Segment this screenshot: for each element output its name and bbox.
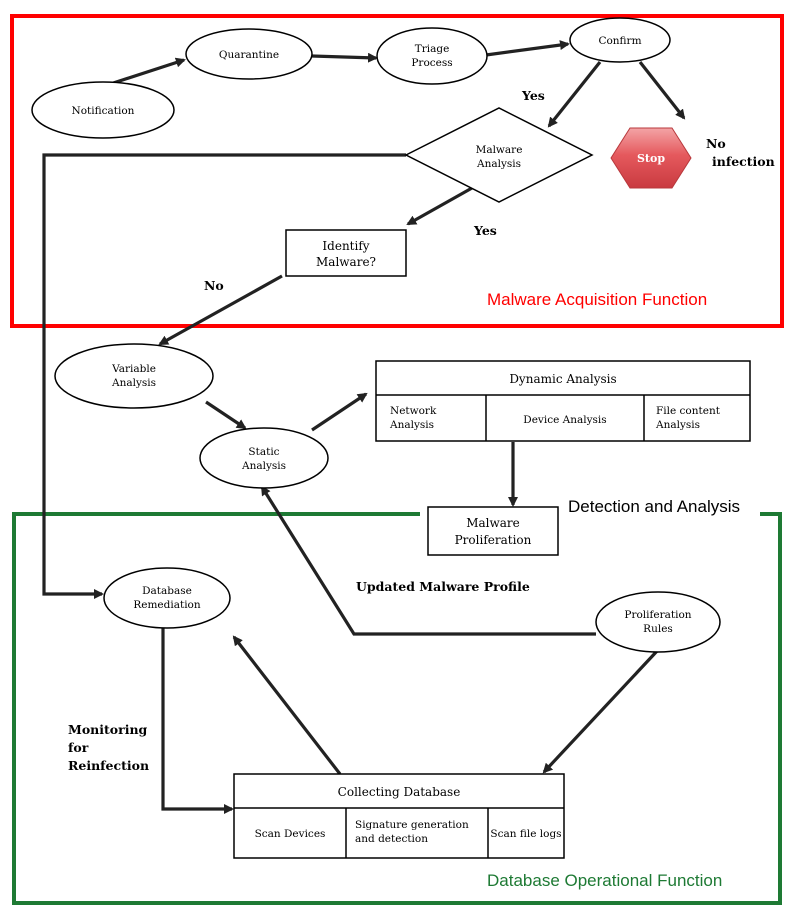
malware-proliferation-label-line1: Malware [466, 516, 520, 530]
file-content-analysis-line2: Analysis [655, 419, 700, 431]
quarantine-label: Quarantine [219, 49, 279, 61]
monitoring-label-line2: for [68, 740, 89, 755]
edge-variable-static [205, 400, 247, 430]
acquisition-region-title: Malware Acquisition Function [487, 290, 707, 309]
edge-analysis-db-remediation [42, 153, 406, 599]
operational-region-title: Database Operational Function [487, 871, 722, 890]
database-remediation-node [103, 567, 231, 629]
yes-confirm-label: Yes [521, 88, 545, 103]
acquisition-region-frame [10, 14, 784, 328]
notification-node [31, 81, 175, 139]
triage-label-line2: Process [411, 57, 452, 69]
edge-confirm-stop [638, 61, 686, 120]
edge-collecting-db-remediation [232, 635, 342, 775]
collecting-database-title: Collecting Database [338, 785, 461, 799]
proliferation-rules-label-line2: Rules [643, 623, 673, 635]
confirm-node [569, 17, 671, 63]
signature-generation-line1: Signature generation [355, 819, 469, 831]
proliferation-rules-label-line1: Proliferation [624, 609, 691, 621]
edge-identify-variable [158, 274, 283, 346]
yes-analysis-label: Yes [473, 223, 497, 238]
variable-analysis-node [54, 343, 214, 409]
detection-region-title: Detection and Analysis [568, 497, 740, 516]
dynamic-analysis-title: Dynamic Analysis [509, 372, 616, 386]
dynamic-analysis-table: Dynamic Analysis Network Analysis Device… [375, 360, 751, 442]
updated-malware-profile-label: Updated Malware Profile [356, 579, 530, 594]
edge-db-monitoring-collecting [161, 628, 234, 814]
identify-malware-node [285, 229, 407, 277]
edge-confirm-analysis [547, 61, 602, 128]
database-remediation-label-line2: Remediation [133, 599, 201, 611]
scan-file-logs-cell: Scan file logs [490, 828, 561, 840]
edge-rules-collecting [542, 648, 660, 774]
malware-proliferation-node [427, 506, 559, 556]
edge-quarantine-triage [311, 52, 378, 63]
file-content-analysis-line1: File content [656, 405, 721, 417]
edge-triage-confirm [485, 40, 570, 57]
variable-analysis-label-line1: Variable [111, 363, 156, 375]
monitoring-label-line3: Reinfection [68, 758, 149, 773]
stop-node [610, 127, 692, 189]
triage-node [376, 27, 488, 85]
static-analysis-label-line1: Static [248, 446, 279, 458]
database-remediation-label-line1: Database [142, 585, 192, 597]
device-analysis-cell: Device Analysis [523, 414, 606, 426]
confirm-label: Confirm [598, 35, 641, 47]
malware-analysis-decision [404, 107, 594, 203]
quarantine-node [185, 28, 313, 80]
edge-rules-static [260, 485, 596, 636]
malware-proliferation-label-line2: Proliferation [455, 533, 532, 547]
operational-region-frame [12, 512, 782, 905]
malware-analysis-label-line2: Analysis [476, 158, 521, 170]
static-analysis-node [199, 427, 329, 489]
triage-label-line1: Triage [415, 43, 450, 55]
signature-generation-line2: and detection [355, 833, 428, 845]
network-analysis-line2: Analysis [389, 419, 434, 431]
edge-analysis-identify [406, 186, 473, 226]
identify-malware-label-line2: Malware? [316, 255, 376, 269]
monitoring-label-line1: Monitoring [68, 722, 148, 737]
edge-static-dynamic [311, 392, 368, 432]
malware-analysis-label-line1: Malware [476, 144, 523, 156]
no-infection-label-line2: infection [712, 154, 775, 169]
scan-devices-cell: Scan Devices [255, 828, 326, 840]
static-analysis-label-line2: Analysis [241, 460, 286, 472]
network-analysis-line1: Network [390, 405, 437, 417]
proliferation-rules-node [595, 591, 721, 653]
notification-label: Notification [72, 105, 135, 117]
collecting-database-table: Collecting Database Scan Devices Signatu… [233, 773, 565, 859]
identify-malware-label-line1: Identify [322, 239, 369, 253]
variable-analysis-label-line2: Analysis [111, 377, 156, 389]
no-infection-label-line1: No [706, 136, 726, 151]
no-identify-label: No [204, 278, 224, 293]
stop-label: Stop [637, 152, 665, 165]
